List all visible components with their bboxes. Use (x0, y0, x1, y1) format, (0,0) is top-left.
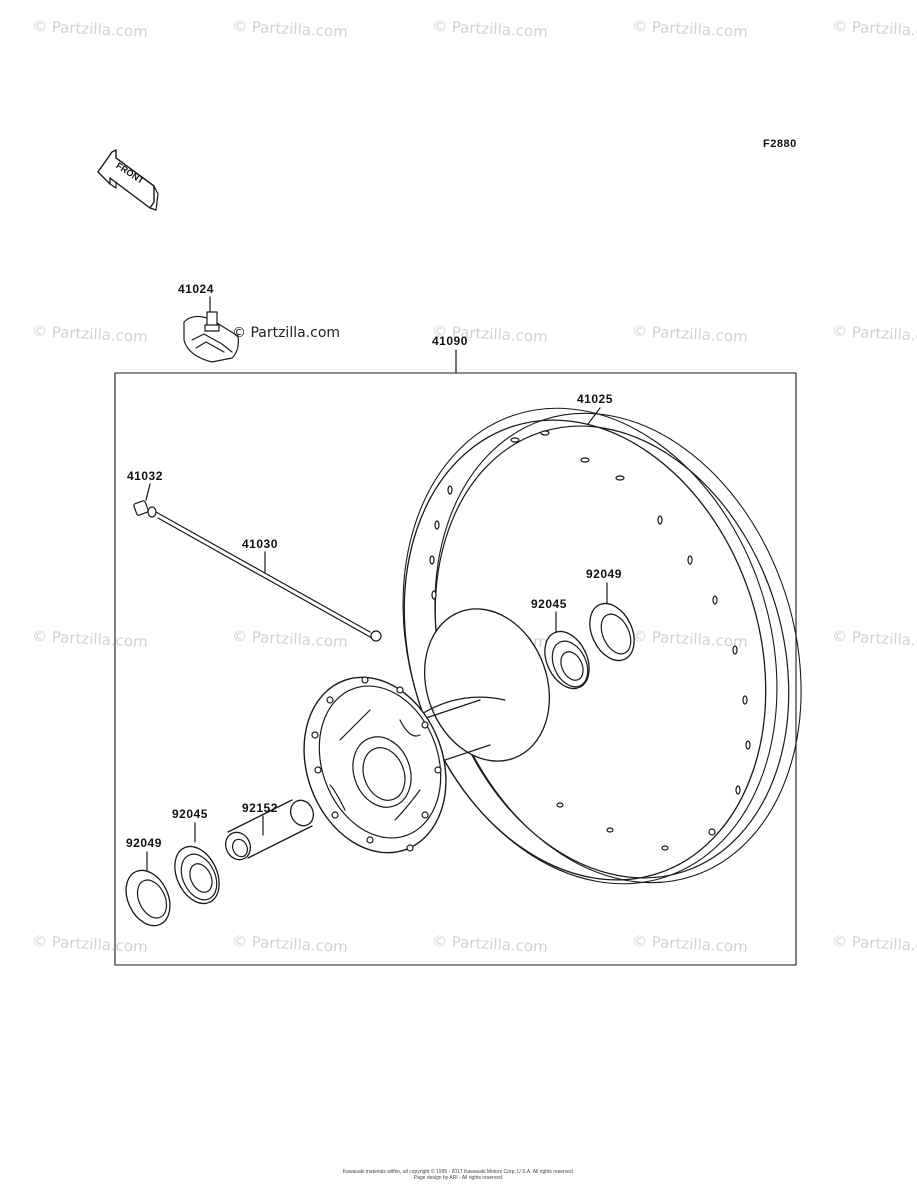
part-label-92049-left[interactable]: 92049 (126, 836, 162, 850)
spoke-part (155, 511, 382, 642)
partzilla-logo: © Partzilla.com (232, 325, 341, 341)
part-label-41090[interactable]: 41090 (432, 334, 468, 348)
part-label-41032[interactable]: 41032 (127, 469, 163, 483)
copyright-line: Kawasaki materials within, all copyright… (342, 1169, 575, 1175)
spoke-nipple-part (133, 483, 157, 518)
spacer-part (224, 799, 315, 861)
wheel-assembly-box (114, 349, 797, 966)
front-arrow-icon: FRONT (97, 149, 159, 211)
oil-seal-left-part (125, 851, 171, 927)
figure-code: F2880 (763, 138, 797, 150)
part-label-92045-left[interactable]: 92045 (172, 807, 208, 821)
hub-part (303, 608, 551, 854)
oil-seal-right-part (589, 582, 635, 662)
page-design-line: Page design by ARI - All rights reserved… (413, 1175, 504, 1181)
valve-stem-part (183, 296, 239, 363)
part-label-92152[interactable]: 92152 (242, 801, 278, 815)
part-label-41024[interactable]: 41024 (178, 282, 214, 296)
part-label-92049-right[interactable]: 92049 (586, 567, 622, 581)
part-label-41030[interactable]: 41030 (242, 537, 278, 551)
copyright-footer: Kawasaki materials within, all copyright… (0, 1169, 917, 1181)
part-label-92045-right[interactable]: 92045 (531, 597, 567, 611)
bearing-right-part (544, 611, 590, 690)
part-label-41025[interactable]: 41025 (577, 392, 613, 406)
front-arrow-label: FRONT (114, 160, 146, 186)
bearing-left-part (174, 822, 220, 905)
